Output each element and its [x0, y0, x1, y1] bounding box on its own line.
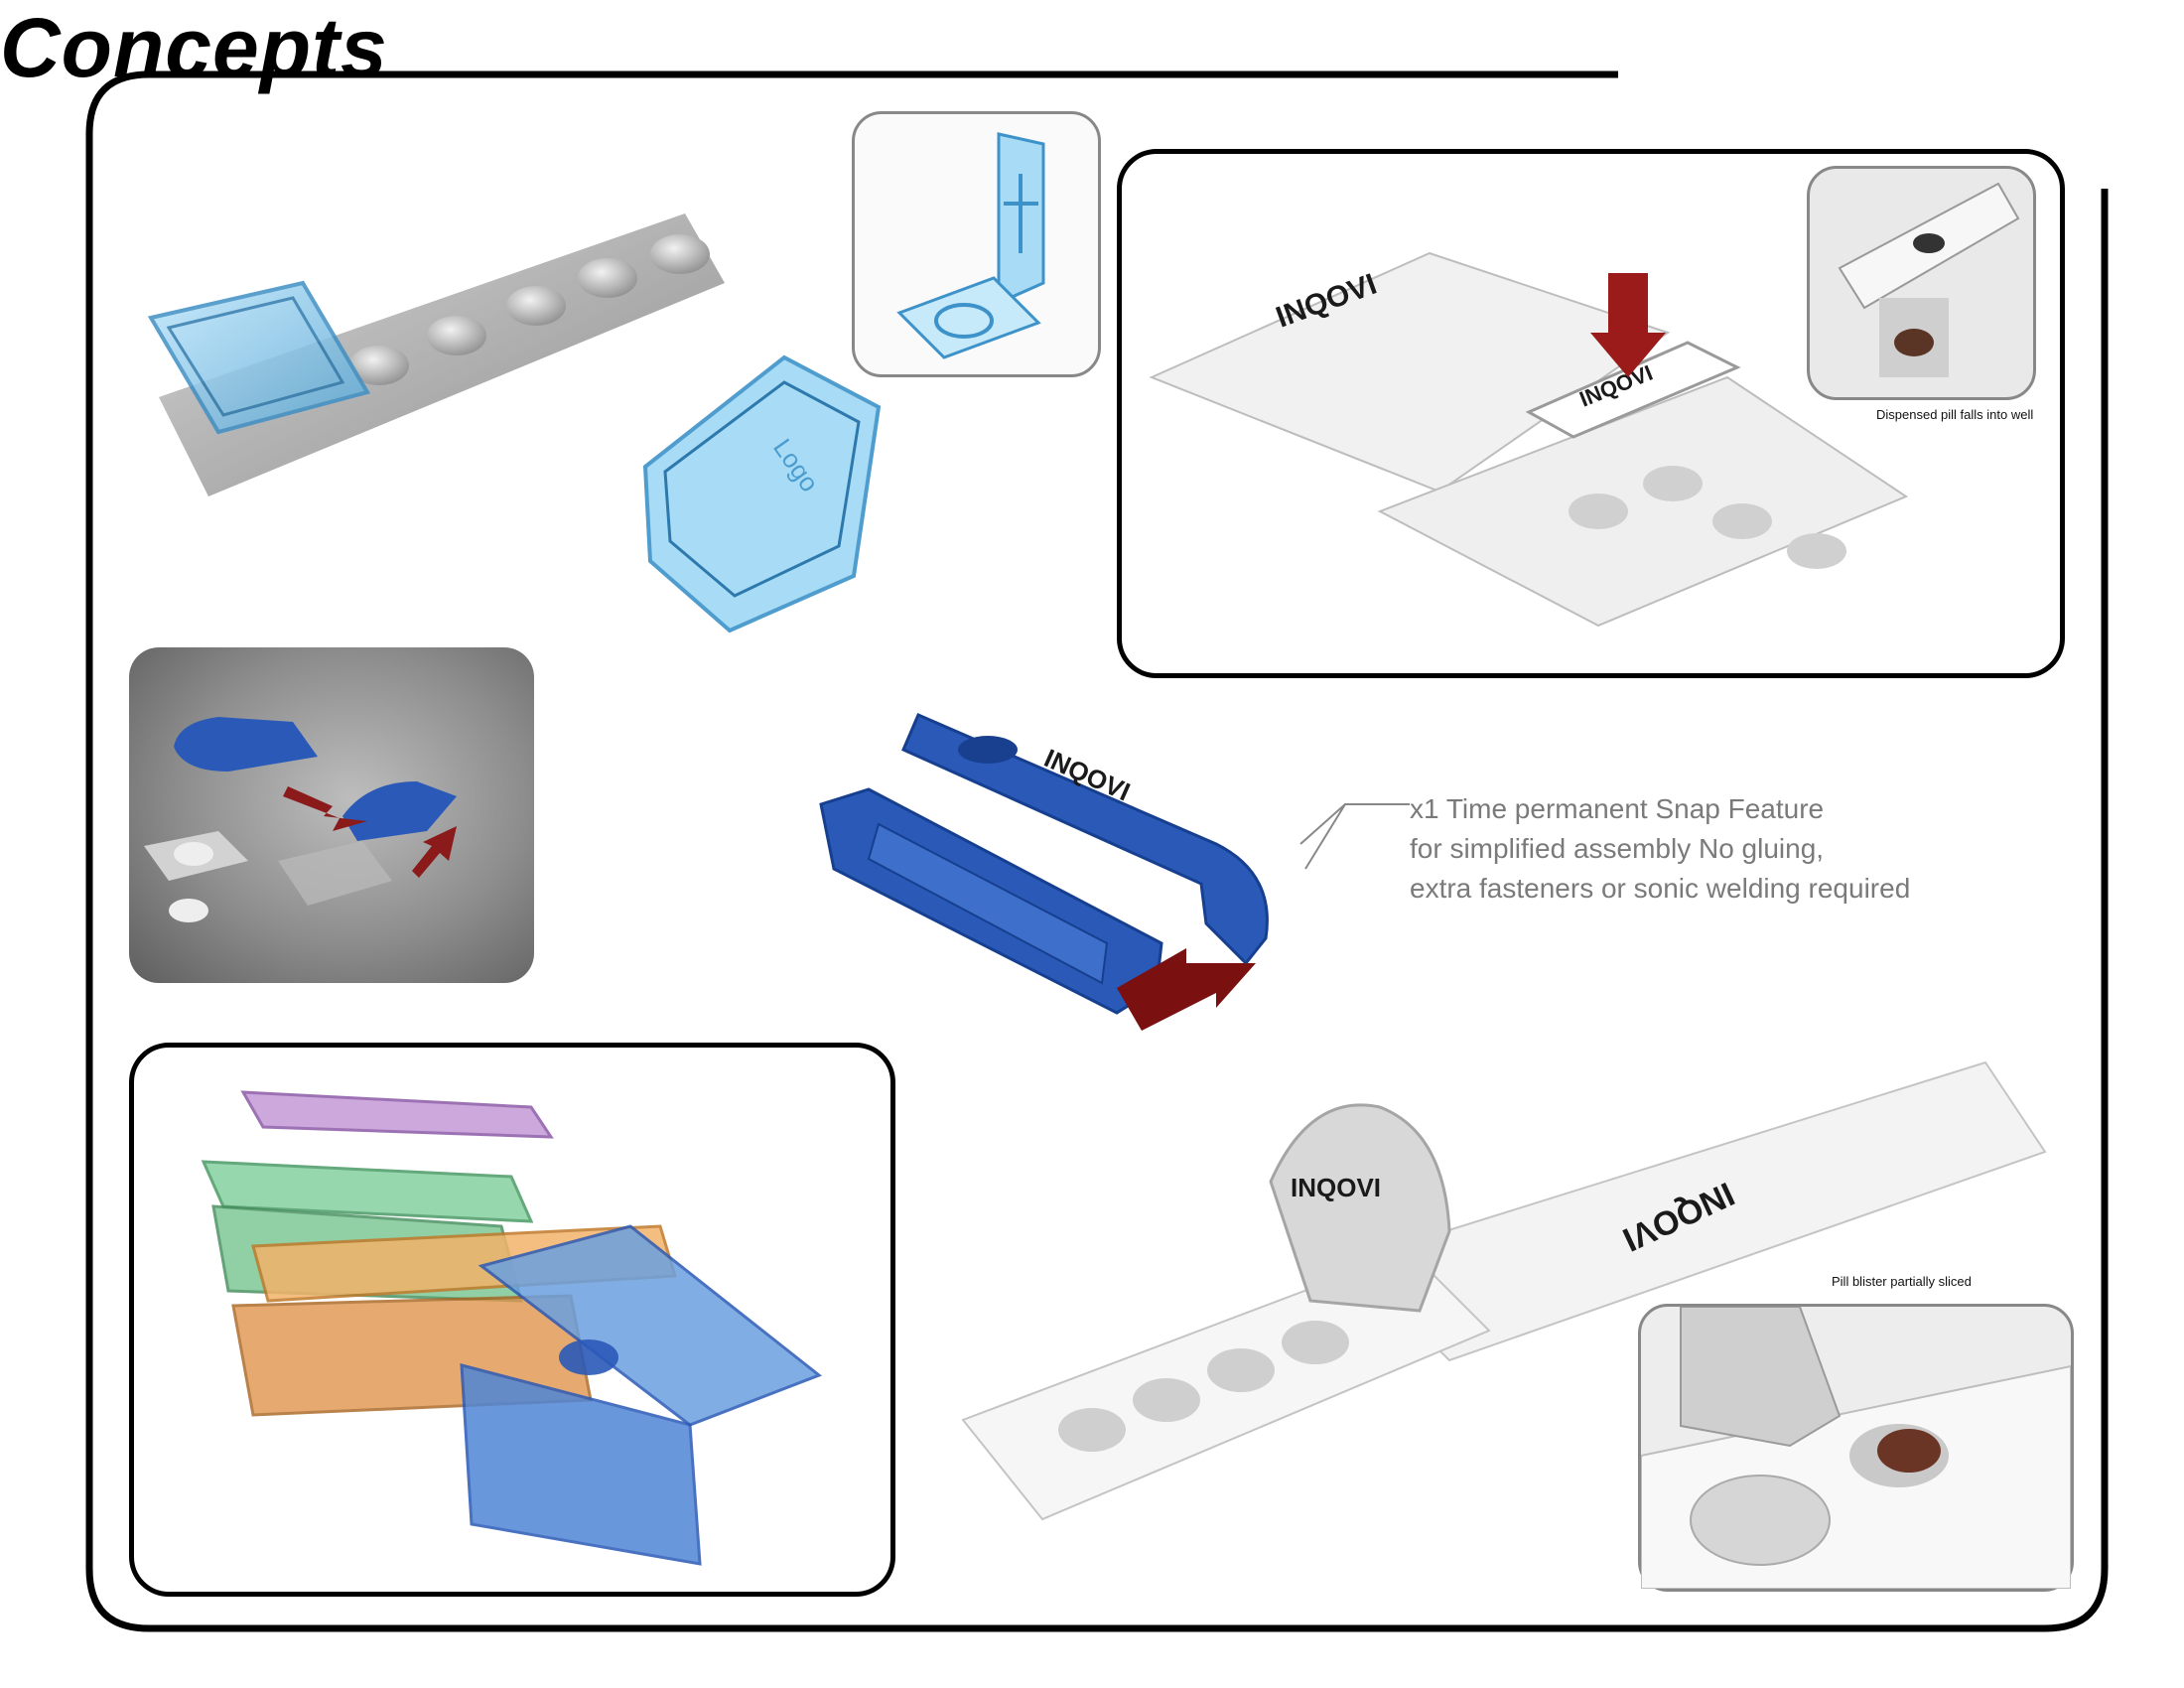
- page-title: Concepts: [0, 1, 388, 94]
- panel-inqovi-dispenser: INQOVI INQOVI Dispensed pill falls into …: [1117, 149, 2065, 678]
- caption-dispensed: Dispensed pill falls into well: [1876, 407, 2034, 422]
- render-blister-cutter: [147, 213, 725, 496]
- panel-color-variants: [129, 1043, 895, 1597]
- caption-sliced: Pill blister partially sliced: [1832, 1274, 1972, 1289]
- inset-open-cutter: [852, 111, 1101, 377]
- panel-blue-slider-render: [129, 647, 534, 983]
- render-closed-cutter: Logo: [642, 354, 882, 633]
- sliced-blister-render: [1640, 1306, 2072, 1590]
- outer-frame: [85, 70, 2109, 1632]
- dispensed-pill-render: [1838, 182, 2020, 377]
- inset-sliced-blister: [1638, 1304, 2074, 1592]
- dispenser-render: INQOVI INQOVI: [1149, 251, 1909, 628]
- annotation-leader-lines: [1299, 803, 1410, 870]
- render-white-dispenser: INQOVI INQOVI: [961, 1060, 2047, 1521]
- open-cutter-render: [896, 132, 1045, 359]
- render-exploded-snap-parts: INQOVI: [819, 713, 1269, 1031]
- annotation-line-2: for simplified assembly No gluing,: [1410, 833, 1825, 864]
- annotation-line-3: extra fasteners or sonic welding require…: [1410, 873, 1911, 904]
- annotation-line-1: x1 Time permanent Snap Feature: [1410, 793, 1825, 824]
- color-variants-render: [201, 1090, 822, 1566]
- snap-feature-annotation: x1 Time permanent Snap Feature for simpl…: [1410, 789, 1910, 909]
- svg-text:INQOVI: INQOVI: [1291, 1173, 1381, 1202]
- inset-dispensed-pill: [1807, 166, 2036, 400]
- blue-slider-render: [144, 717, 457, 922]
